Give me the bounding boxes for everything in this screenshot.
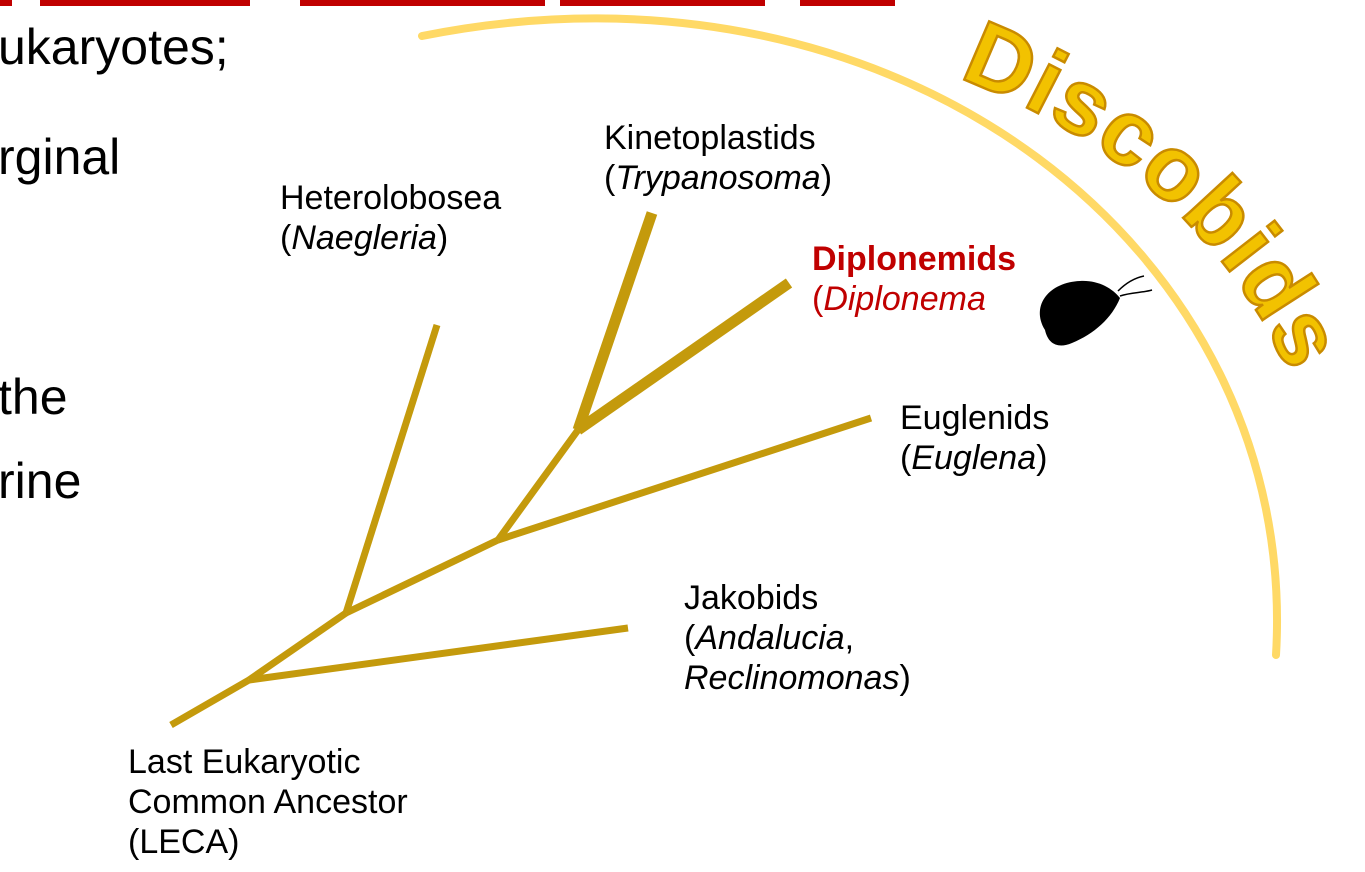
- branch-jakobids: [249, 628, 628, 680]
- taxon-kinetoplastids-name: Kinetoplastids: [604, 118, 832, 158]
- cropped-title: [0, 0, 895, 6]
- branch-heterolobosea: [346, 325, 437, 613]
- taxon-heterolobosea-name: Heterolobosea: [280, 178, 501, 218]
- taxon-diplonemids-genus: Diplonema: [823, 280, 986, 318]
- taxon-euglenids: Euglenids (Euglena): [900, 398, 1049, 478]
- diplonema-organism-icon: [1040, 276, 1152, 345]
- taxon-euglenids-name: Euglenids: [900, 398, 1049, 438]
- body-text-line-1: ukaryotes;: [0, 18, 229, 76]
- body-text-line-4: rine: [0, 452, 81, 510]
- taxon-jakobids-genus-2: Reclinomonas: [684, 659, 899, 697]
- taxon-leca: Last Eukaryotic Common Ancestor (LECA): [128, 742, 408, 862]
- taxon-leca-line-1: Last Eukaryotic: [128, 742, 408, 782]
- taxon-diplonemids: Diplonemids (Diplonema: [812, 239, 1016, 319]
- taxon-diplonemids-name: Diplonemids: [812, 239, 1016, 279]
- taxon-leca-line-3: (LECA): [128, 822, 408, 862]
- taxon-jakobids-genus-1: Andalucia: [695, 619, 844, 657]
- taxon-kinetoplastids-genus: Trypanosoma: [615, 159, 820, 197]
- taxon-heterolobosea-genus: Naegleria: [291, 219, 437, 257]
- taxon-jakobids: Jakobids (Andalucia, Reclinomonas): [684, 578, 911, 698]
- branch-diplonemids: [578, 283, 789, 430]
- taxon-jakobids-name: Jakobids: [684, 578, 911, 618]
- body-text-line-2: rginal: [0, 128, 120, 186]
- clade-label: Discobids: [951, 2, 1364, 384]
- branch-leca-root: [171, 680, 249, 725]
- branch-euglenids: [498, 418, 871, 540]
- taxon-kinetoplastids: Kinetoplastids (Trypanosoma): [604, 118, 832, 198]
- taxon-heterolobosea: Heterolobosea (Naegleria): [280, 178, 501, 258]
- taxon-euglenids-genus: Euglena: [911, 439, 1036, 477]
- branch-kinetoplastids: [578, 213, 652, 430]
- body-text-line-3: the: [0, 368, 68, 426]
- taxon-leca-line-2: Common Ancestor: [128, 782, 408, 822]
